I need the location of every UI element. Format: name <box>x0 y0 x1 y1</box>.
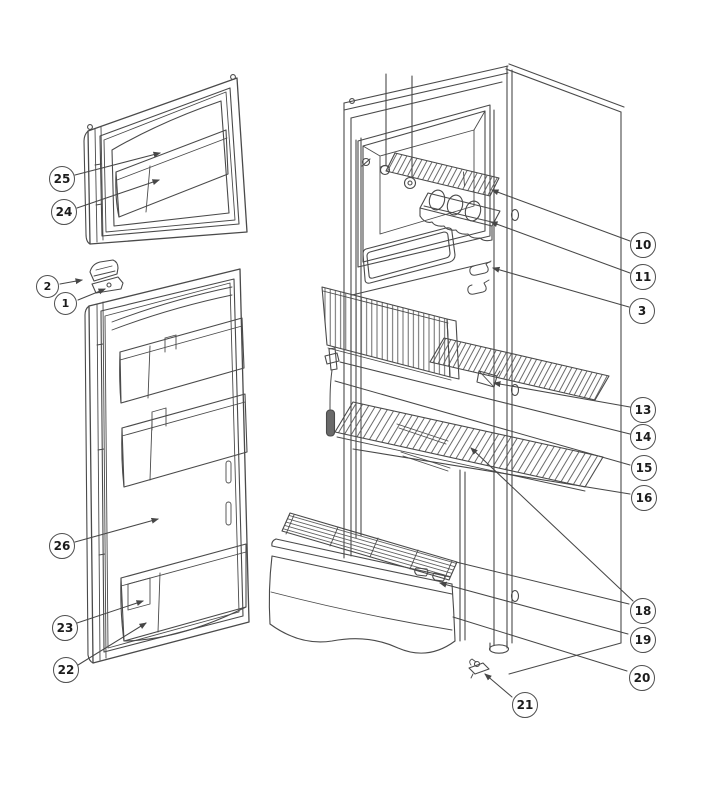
door-slot <box>225 460 232 484</box>
callout-21-label: 21 <box>516 698 534 712</box>
crisper-cover-shelf <box>281 512 458 582</box>
callout-11-label: 11 <box>634 270 652 284</box>
callout-22-label: 22 <box>57 663 75 677</box>
callout-2-label: 2 <box>43 280 52 293</box>
door-bin-upper <box>119 317 245 404</box>
leader-25 <box>74 151 161 176</box>
callout-23-label: 23 <box>56 621 74 635</box>
callout-1[interactable]: 1 <box>54 292 77 315</box>
door-slot <box>225 501 232 526</box>
freezer-door-bin <box>115 129 229 218</box>
shelf-hole <box>510 383 520 397</box>
shelf-hole <box>510 589 520 603</box>
callout-13[interactable]: 13 <box>630 397 656 423</box>
callout-3-label: 3 <box>637 304 647 318</box>
leader-18a <box>470 447 634 602</box>
callout-16[interactable]: 16 <box>631 485 657 511</box>
callout-15[interactable]: 15 <box>631 455 657 481</box>
evaporator-fins <box>321 286 460 381</box>
callout-25-label: 25 <box>53 172 71 186</box>
callout-24-label: 24 <box>55 205 73 219</box>
callout-10[interactable]: 10 <box>630 232 656 258</box>
callout-14[interactable]: 14 <box>630 424 656 450</box>
leader-10 <box>491 189 631 242</box>
leader-lines <box>59 151 634 698</box>
cabinet-back-bottom-edge <box>508 642 622 675</box>
bottom-hinge-part <box>468 658 490 679</box>
leader-1 <box>77 288 106 301</box>
callout-20[interactable]: 20 <box>629 665 655 691</box>
leader-15 <box>334 380 631 466</box>
freezer-opening <box>357 104 491 268</box>
shelf-hole <box>510 208 520 222</box>
lower-wire-shelf <box>334 401 604 492</box>
capillary-bulb <box>325 409 336 437</box>
shelf-clips <box>467 260 492 295</box>
door-bin-lower <box>120 543 247 642</box>
callout-13-label: 13 <box>634 403 652 417</box>
crisper-bin <box>268 538 456 654</box>
callout-24[interactable]: 24 <box>51 199 77 225</box>
leader-16 <box>352 448 631 495</box>
callout-26-label: 26 <box>53 539 71 553</box>
callout-1-label: 1 <box>61 297 70 310</box>
control-recess <box>362 227 456 284</box>
callout-22[interactable]: 22 <box>53 657 79 683</box>
screw-mark <box>87 124 93 130</box>
fridge-door-assembly <box>84 268 250 664</box>
leader-13 <box>493 381 631 408</box>
cabinet-back-top-edge <box>505 68 622 113</box>
callout-23[interactable]: 23 <box>52 615 78 641</box>
thermostat-capillary <box>324 347 340 437</box>
callout-16-label: 16 <box>635 491 653 505</box>
freezer-wire-shelf <box>385 152 500 197</box>
leader-18b <box>455 561 630 605</box>
leader-23 <box>76 600 144 624</box>
door-bin-middle <box>121 393 248 488</box>
callout-2[interactable]: 2 <box>36 275 59 298</box>
callout-18[interactable]: 18 <box>630 598 656 624</box>
callout-15-label: 15 <box>635 461 653 475</box>
leader-14 <box>339 361 631 435</box>
leader-20 <box>452 616 628 672</box>
ice-tray <box>419 189 501 242</box>
freezer-door-assembly <box>83 74 248 245</box>
callout-20-label: 20 <box>633 671 651 685</box>
callout-26[interactable]: 26 <box>49 533 75 559</box>
leader-24 <box>76 179 160 209</box>
callout-18-label: 18 <box>634 604 652 618</box>
leader-26 <box>74 517 159 543</box>
leader-3 <box>492 266 630 308</box>
leader-21 <box>484 673 513 698</box>
door-hinge-parts <box>89 259 124 294</box>
screw-mark <box>230 74 236 80</box>
callout-3[interactable]: 3 <box>629 298 655 324</box>
callout-25[interactable]: 25 <box>49 166 75 192</box>
screw-mark <box>349 98 355 104</box>
callout-19-label: 19 <box>634 633 652 647</box>
leader-22 <box>77 622 147 666</box>
callout-11[interactable]: 11 <box>630 264 656 290</box>
leader-11 <box>490 221 631 274</box>
leader-19 <box>439 581 629 635</box>
bin-divider <box>127 577 151 611</box>
callout-21[interactable]: 21 <box>512 692 538 718</box>
callout-10-label: 10 <box>634 238 652 252</box>
cabinet-foot <box>488 640 510 654</box>
middle-wire-shelf <box>429 337 610 401</box>
callout-19[interactable]: 19 <box>630 627 656 653</box>
leader-2 <box>59 278 83 285</box>
callout-14-label: 14 <box>634 430 652 444</box>
